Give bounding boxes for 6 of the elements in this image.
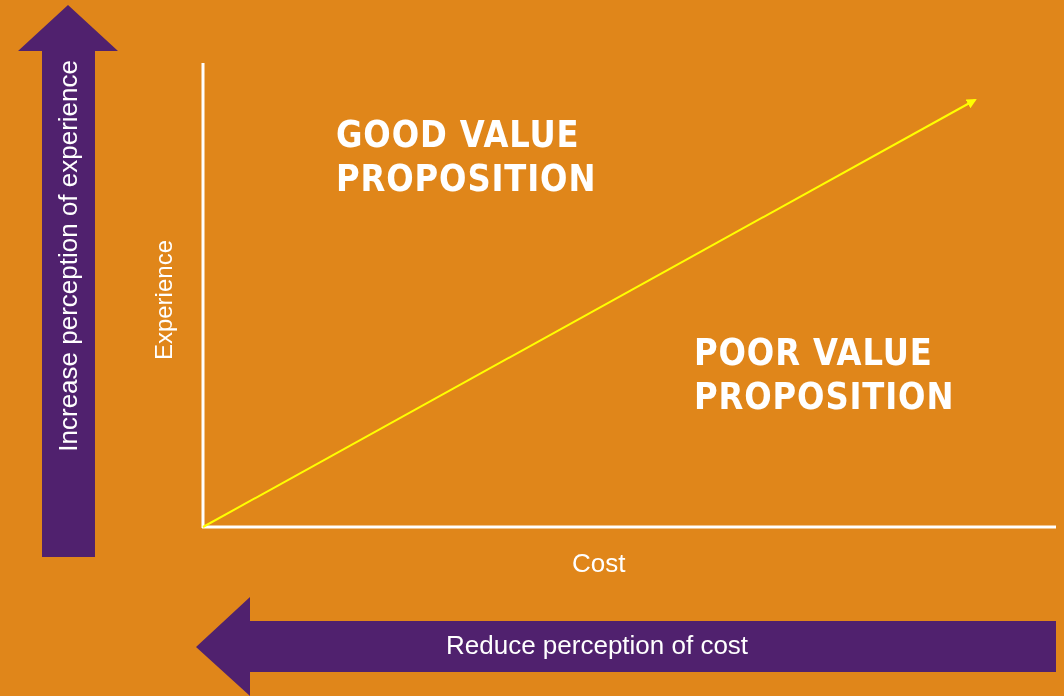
region-label: GOOD VALUE PROPOSITION [336, 112, 598, 200]
arrow-label: Increase perception of experience [53, 60, 84, 452]
axis-title: Cost [572, 548, 626, 579]
region-label: POOR VALUE PROPOSITION [694, 330, 956, 418]
axis-title: Experience [150, 240, 178, 361]
arrow-label: Reduce perception of cost [446, 630, 749, 661]
